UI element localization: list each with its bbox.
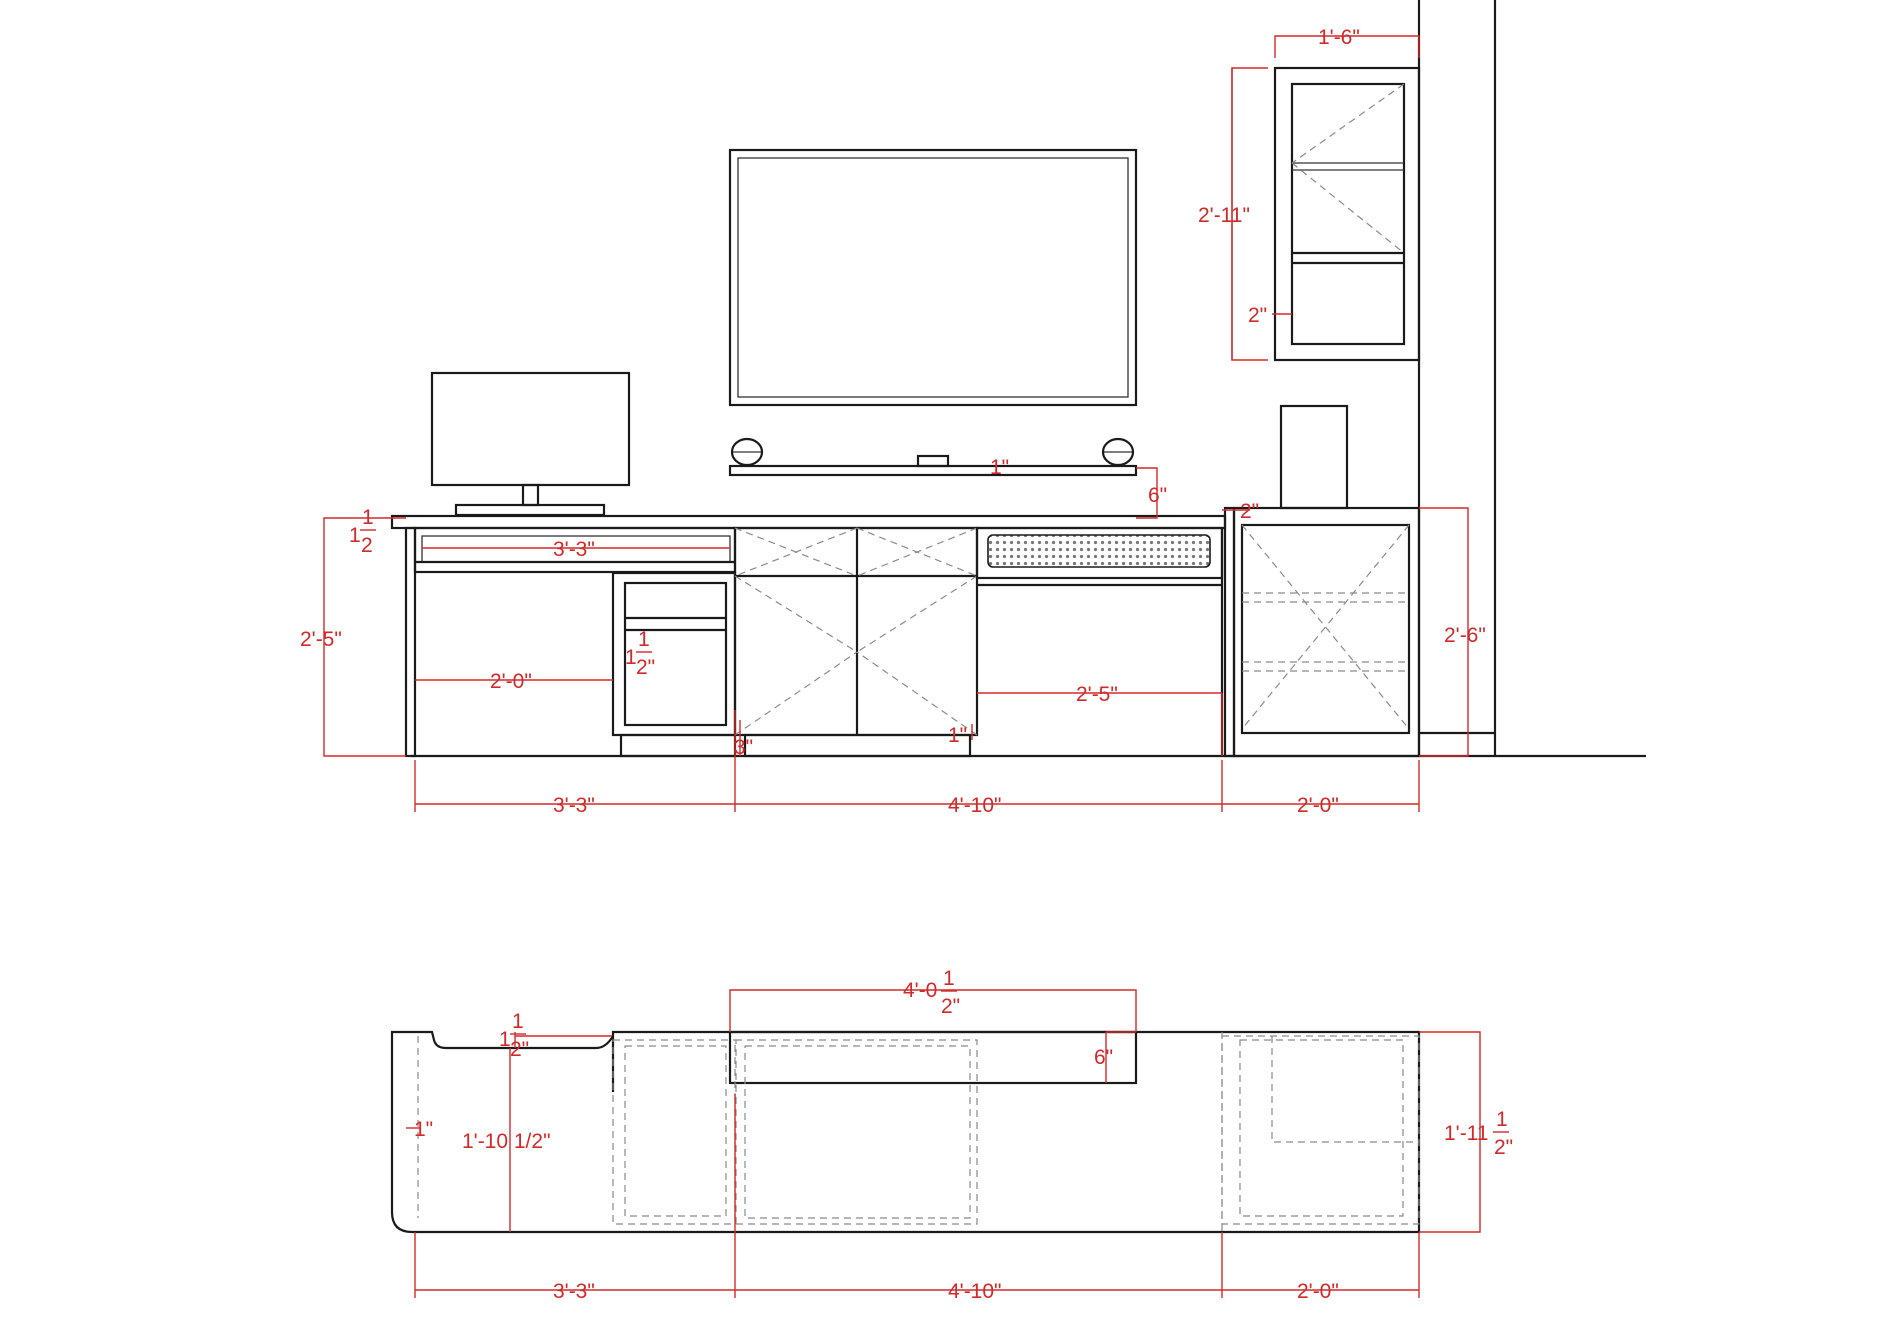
dim-desk-height: 2'-5" xyxy=(300,628,342,651)
center-cabinet xyxy=(733,526,979,758)
mesh-panel xyxy=(987,534,1211,568)
plan-floating-shelf xyxy=(728,1030,1138,1085)
dim-drawer-gap-whole: 1 xyxy=(625,646,637,669)
dim-plan-depth-right-den: 2" xyxy=(1494,1136,1513,1159)
dim-plan-shelf-width-num: 1 xyxy=(943,967,955,990)
plan-view: 4'-0 1 2" 1 1 2" 6" 1" 1'-10 1/2" 1'-11 xyxy=(390,967,1513,1303)
dim-toe-kick: 3" xyxy=(734,736,753,759)
decor-box xyxy=(916,454,950,468)
dim-plan-base-b: 4'-10" xyxy=(948,1280,1002,1303)
dim-door-gap: 1" xyxy=(948,724,967,747)
wall-cabinet xyxy=(1273,66,1421,362)
dim-wall-cabinet-shelf: 2" xyxy=(1248,304,1267,327)
dim-plan-depth-left: 1'-10 1/2" xyxy=(462,1130,551,1153)
dim-plan-shelf-width-den: 2" xyxy=(941,995,960,1018)
dim-shelf-gap: 6" xyxy=(1148,484,1167,507)
dim-elev-base-c: 2'-0" xyxy=(1297,794,1339,817)
decor-vase-right xyxy=(1101,437,1135,467)
tv xyxy=(728,148,1138,407)
dim-plan-notch-den: 2" xyxy=(510,1038,529,1061)
dim-plan-shelf-depth: 6" xyxy=(1094,1046,1113,1069)
elevation-dimensions: 1'-6" 2'-11" 2" 1" 6" 2" 1 1 2 2'-5" 3'-… xyxy=(300,26,1486,817)
dim-side-cabinet-gap: 2" xyxy=(1240,500,1259,523)
dim-drawer-width: 3'-3" xyxy=(553,538,595,561)
dim-plan-notch-whole: 1 xyxy=(499,1028,511,1051)
dim-elev-base-b: 4'-10" xyxy=(948,794,1002,817)
plan-dimensions: 4'-0 1 2" 1 1 2" 6" 1" 1'-10 1/2" 1'-11 xyxy=(406,967,1513,1303)
monitor xyxy=(430,371,631,517)
dim-drawer-gap-num: 1 xyxy=(638,628,650,651)
dim-plan-depth-right-num: 1 xyxy=(1496,1108,1508,1131)
dim-elev-base-a: 3'-3" xyxy=(553,794,595,817)
dim-plan-base-a: 3'-3" xyxy=(553,1280,595,1303)
desk-top xyxy=(390,514,1227,530)
dim-wall-cabinet-width: 1'-6" xyxy=(1318,26,1360,49)
dim-plan-depth-right-whole: 1'-11 xyxy=(1444,1122,1488,1145)
side-cabinet xyxy=(1223,404,1421,758)
left-end-panel xyxy=(404,526,417,758)
decor-vase-left xyxy=(730,437,764,467)
floating-shelf xyxy=(728,437,1138,477)
dim-wall-cabinet-height: 2'-11" xyxy=(1198,204,1250,227)
dim-knee-space: 2'-0" xyxy=(490,670,532,693)
dim-top-edge-den: 2 xyxy=(361,534,373,557)
decor-box-tall xyxy=(1279,404,1349,510)
front-elevation: 1'-6" 2'-11" 2" 1" 6" 2" 1 1 2 2'-5" 3'-… xyxy=(300,0,1646,817)
dim-plan-edge: 1" xyxy=(414,1118,433,1141)
dim-drawer-gap-den: 2" xyxy=(636,656,655,679)
dim-plan-base-c: 2'-0" xyxy=(1297,1280,1339,1303)
dim-open-span: 2'-5" xyxy=(1076,683,1118,706)
dim-plan-notch-num: 1 xyxy=(512,1010,524,1033)
dim-plan-shelf-width-whole: 4'-0 xyxy=(903,979,937,1002)
dim-side-cabinet-height: 2'-6" xyxy=(1444,624,1486,647)
dim-shelf-thickness: 1" xyxy=(990,456,1009,479)
mesh-drawer-section xyxy=(975,526,1224,756)
dim-top-edge-whole: 1 xyxy=(349,524,361,547)
